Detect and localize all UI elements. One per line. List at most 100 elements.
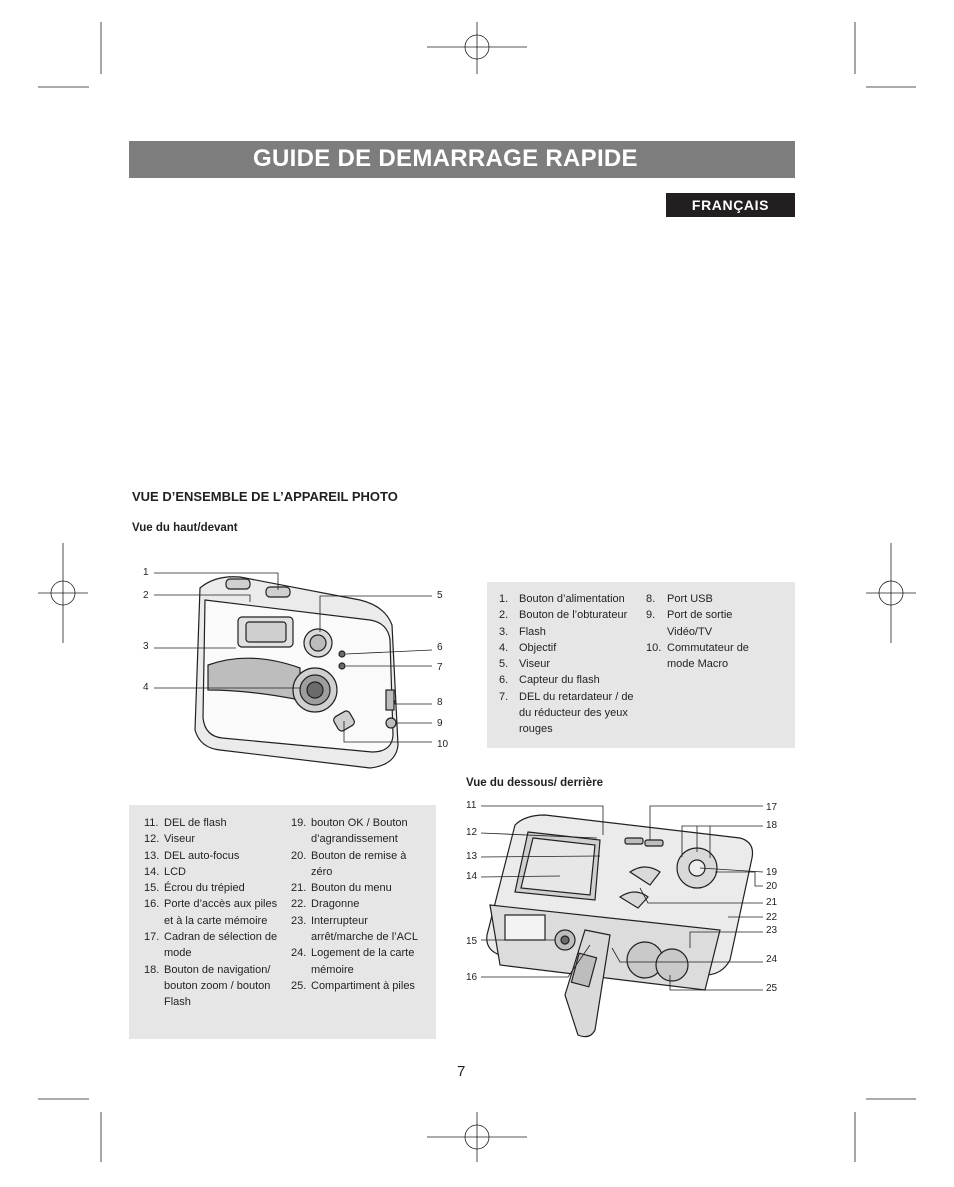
legend-item-text: Dragonne — [311, 898, 360, 911]
back-callouts: 11 12 13 14 15 16 17 18 19 20 21 22 23 2… — [466, 800, 778, 994]
legend-item-text: Cadran de sélection de mode — [164, 931, 278, 960]
legend-item-number: 17. — [144, 931, 160, 944]
legend-item: 7. DEL du retardateur / de du réducteur d… — [499, 689, 639, 738]
legend-item: 19.bouton OK / Bouton d’agrandissement — [291, 815, 426, 848]
legend-item-number: 2. — [499, 609, 509, 622]
legend-item: 12. Viseur — [144, 831, 281, 847]
legend-item-text: Viseur — [164, 833, 195, 846]
back-view-title: Vue du dessous/ derrière — [466, 777, 603, 789]
legend-item: 1.Bouton d’alimentation — [499, 591, 639, 607]
callout-3: 3 — [143, 641, 149, 652]
callout-16: 16 — [466, 972, 478, 983]
legend-item-number: 9. — [646, 609, 656, 622]
callout-14: 14 — [466, 871, 478, 882]
callout-6: 6 — [437, 642, 443, 653]
legend-item: 4. Objectif — [499, 640, 639, 656]
page-number: 7 — [457, 1063, 466, 1080]
legend-item-text: Viseur — [519, 658, 550, 671]
legend-item-text: Port de sortie Vidéo/TV — [667, 609, 733, 638]
legend-item-number: 15. — [144, 882, 160, 895]
page-title: GUIDE DE DEMARRAGE RAPIDE — [253, 145, 638, 172]
section-title: VUE D’ENSEMBLE DE L’APPAREIL PHOTO — [132, 489, 398, 504]
legend-item-text: Flash — [519, 625, 546, 638]
callout-17: 17 — [766, 802, 778, 813]
legend-item-number: 18. — [144, 963, 160, 976]
legend-item-number: 24. — [291, 947, 307, 960]
legend-item-text: bouton OK / Bouton d’agrandissement — [311, 817, 408, 846]
legend-item-number: 11. — [144, 817, 159, 829]
legend-item-text: Compartiment à piles — [311, 979, 415, 992]
legend-item: 24. Logement de la carte mémoire — [291, 945, 426, 978]
callout-8: 8 — [437, 697, 443, 708]
legend-item-number: 21. — [291, 882, 307, 895]
legend-item: 21. Bouton du menu — [291, 880, 426, 896]
callout-21: 21 — [766, 897, 778, 908]
legend-item: 14. LCD — [144, 864, 281, 880]
legend-item-number: 7. — [499, 690, 509, 703]
legend-item: 18. Bouton de navigation/ bouton zoom / b… — [144, 962, 281, 1011]
legend-item-number: 4. — [499, 641, 509, 654]
legend-item-text: LCD — [164, 865, 187, 878]
legend-item-text: Logement de la carte mémoire — [311, 947, 415, 976]
legend-item-text: Commutateur de mode Macro — [667, 641, 749, 671]
legend-item: 5. Viseur — [499, 656, 639, 672]
callout-20: 20 — [766, 881, 778, 892]
legend-item: 9. Port de sortie Vidéo/TV — [646, 607, 761, 640]
callout-2: 2 — [143, 590, 149, 601]
back-legend-col1: 11.DEL de flash 12. Viseur 13. DEL auto-focu… — [144, 815, 281, 1011]
legend-item-number: 14. — [144, 865, 160, 878]
callout-19: 19 — [766, 867, 778, 878]
callout-13: 13 — [466, 851, 478, 862]
legend-item-number: 10. — [646, 641, 662, 654]
back-leader-lines — [480, 805, 764, 991]
legend-item-number: 22. — [291, 898, 307, 911]
legend-item: 2. Bouton de l’obturateur — [499, 607, 639, 623]
callout-18: 18 — [766, 820, 778, 831]
legend-item: 25.Compartiment à piles — [291, 978, 426, 994]
legend-item-text: Bouton de navigation/ bouton zoom / bout… — [164, 963, 271, 1009]
legend-item: 22. Dragonne — [291, 896, 426, 912]
legend-item-number: 8. — [646, 593, 656, 605]
legend-item-text: Capteur du flash — [519, 674, 600, 687]
legend-item-text: Bouton de remise à zéro — [311, 849, 407, 878]
callout-11: 11 — [466, 800, 477, 811]
legend-item-number: 12. — [144, 833, 160, 846]
callout-9: 9 — [437, 718, 443, 729]
front-leader-lines — [154, 572, 433, 743]
callout-22: 22 — [766, 912, 778, 923]
callout-10: 10 — [437, 739, 449, 750]
callout-5: 5 — [437, 590, 443, 601]
legend-item-number: 13. — [144, 849, 160, 862]
front-view-title: Vue du haut/devant — [132, 522, 238, 534]
legend-item: 11.DEL de flash — [144, 815, 281, 831]
back-legend-box: 11.DEL de flash 12. Viseur 13. DEL auto-focu… — [129, 805, 436, 1039]
legend-item-number: 6. — [499, 674, 509, 687]
legend-item-number: 23. — [291, 914, 307, 927]
legend-item-number: 3. — [499, 625, 509, 638]
legend-item: 6. Capteur du flash — [499, 672, 639, 688]
legend-item-text: Objectif — [519, 641, 557, 654]
legend-item: 23. Interrupteur arrêt/marche de l’ACL — [291, 913, 426, 946]
callout-25: 25 — [766, 983, 778, 994]
legend-item: 17. Cadran de sélection de mode — [144, 929, 281, 962]
legend-item: 10. Commutateur de mode Macro — [646, 640, 761, 673]
legend-item-text: DEL du retardateur / de du réducteur des… — [519, 690, 634, 736]
callout-1: 1 — [143, 567, 149, 578]
legend-item-text: Interrupteur arrêt/marche de l’ACL — [311, 914, 418, 944]
legend-item-text: Bouton du menu — [311, 882, 392, 895]
legend-item: 20.Bouton de remise à zéro — [291, 848, 426, 881]
callout-24: 24 — [766, 954, 778, 965]
legend-item-number: 1. — [499, 593, 509, 605]
callout-4: 4 — [143, 682, 149, 693]
legend-item-text: DEL auto-focus — [164, 849, 240, 862]
callout-15: 15 — [466, 936, 478, 947]
legend-item-text: Porte d’accès aux piles et à la carte mé… — [164, 898, 278, 927]
title-banner: GUIDE DE DEMARRAGE RAPIDE — [129, 141, 795, 178]
front-legend-box: 1.Bouton d’alimentation 2. Bouton de l’obt… — [487, 582, 795, 748]
legend-item-text: Bouton de l’obturateur — [519, 609, 628, 622]
legend-item-number: 5. — [499, 658, 509, 671]
